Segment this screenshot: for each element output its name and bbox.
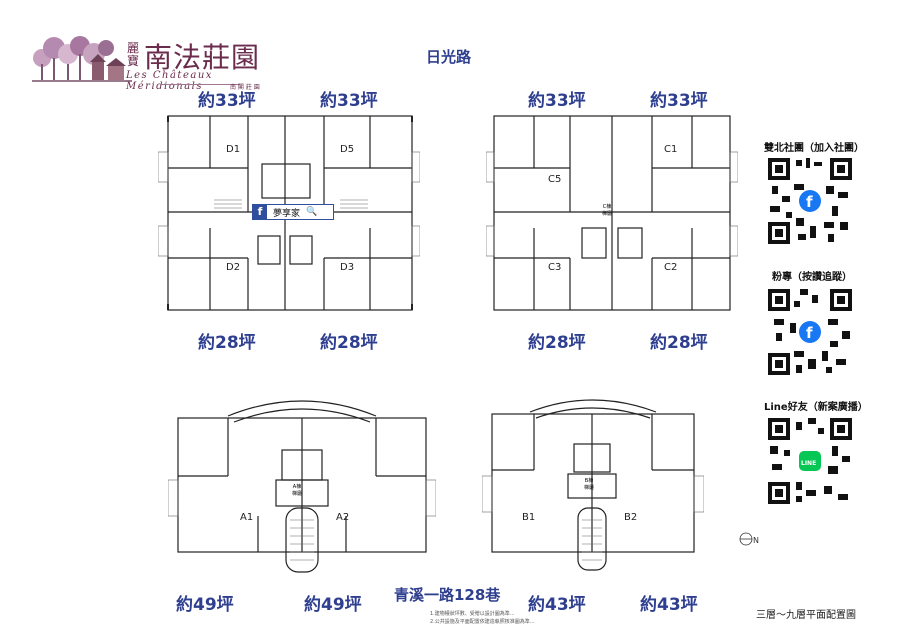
footer-note: 1.建物權狀坪數、受贈以設計圖為準... 2.公共設施及平面配置依建造執照核准圖…: [430, 610, 740, 626]
unit-b2: B2: [624, 512, 638, 523]
brand-prefix: 麗寶: [127, 41, 140, 68]
compass-icon: N: [739, 532, 759, 546]
brand-subtitle: Les Châteaux Méridionals: [126, 70, 213, 92]
footer-note-2: 2.公共設施及平面配置依建造執照核准圖為準...: [430, 619, 535, 625]
trees-illustration: [32, 36, 132, 82]
area-c1: 約33坪: [650, 91, 708, 111]
area-a1: 約49坪: [176, 595, 234, 615]
brand-logo: 麗寶 南法莊園 Les Châteaux Méridionals 南 閣 莊 園: [32, 34, 272, 92]
qr-code-page[interactable]: f: [766, 287, 854, 377]
area-a2: 約49坪: [304, 595, 362, 615]
search-icon: 🔍: [306, 207, 318, 217]
area-b1: 約43坪: [528, 595, 586, 615]
unit-c1: C1: [664, 144, 678, 155]
qr-code-group[interactable]: f: [766, 156, 854, 246]
qr-label-group: 雙北社團（加入社團）: [764, 143, 864, 154]
floor-plan-c: C5 C1 C3 C2 C棟 梯廳: [486, 108, 738, 314]
unit-d2: D2: [226, 262, 241, 273]
brand-title: 南法莊園: [144, 41, 261, 74]
svg-text:f: f: [806, 324, 813, 342]
area-c2: 約28坪: [650, 333, 708, 353]
brand-mini: 南 閣 莊 園: [230, 84, 260, 91]
lobby-label-b: B棟 梯廳: [584, 478, 595, 491]
footer-caption: 三層～九層平面配置圖: [756, 610, 856, 621]
facebook-icon: f: [253, 205, 267, 219]
lobby-label-c: C棟 梯廳: [602, 204, 613, 217]
area-c3: 約28坪: [528, 333, 586, 353]
svg-text:N: N: [753, 536, 759, 545]
unit-d3: D3: [340, 262, 355, 273]
facebook-banner-text: 夢享家: [273, 208, 301, 219]
unit-c3: C3: [548, 262, 562, 273]
unit-c5: C5: [548, 174, 562, 185]
unit-b1: B1: [522, 512, 536, 523]
svg-text:LINE: LINE: [801, 460, 816, 467]
brand-divider: [160, 84, 240, 85]
road-top: 日光路: [426, 48, 472, 66]
qr-label-line: Line好友（新案廣播）: [764, 402, 868, 413]
lobby-label-a: A棟 梯廳: [292, 484, 303, 497]
unit-c2: C2: [664, 262, 678, 273]
area-d1: 約33坪: [198, 91, 256, 111]
unit-a1: A1: [240, 512, 254, 523]
unit-d1: D1: [226, 144, 241, 155]
floor-plan-d: D1 D5 D2 D3: [158, 108, 420, 314]
area-b2: 約43坪: [640, 595, 698, 615]
area-d3: 約28坪: [320, 333, 378, 353]
facebook-banner[interactable]: f 夢享家 🔍: [252, 204, 334, 220]
qr-code-line[interactable]: LINE: [766, 416, 854, 506]
unit-d5: D5: [340, 144, 355, 155]
svg-text:f: f: [806, 193, 813, 211]
unit-a2: A2: [336, 512, 350, 523]
road-bottom: 青溪一路128巷: [394, 586, 501, 604]
area-d2: 約28坪: [198, 333, 256, 353]
floor-plan-b: B1 B2 B棟 梯廳: [482, 396, 704, 580]
footer-note-1: 1.建物權狀坪數、受贈以設計圖為準...: [430, 611, 515, 617]
area-c5: 約33坪: [528, 91, 586, 111]
floor-plan-a: A1 A2 A棟 梯廳: [168, 396, 436, 580]
area-d5: 約33坪: [320, 91, 378, 111]
qr-label-page: 粉專（按讚追蹤）: [772, 272, 852, 283]
